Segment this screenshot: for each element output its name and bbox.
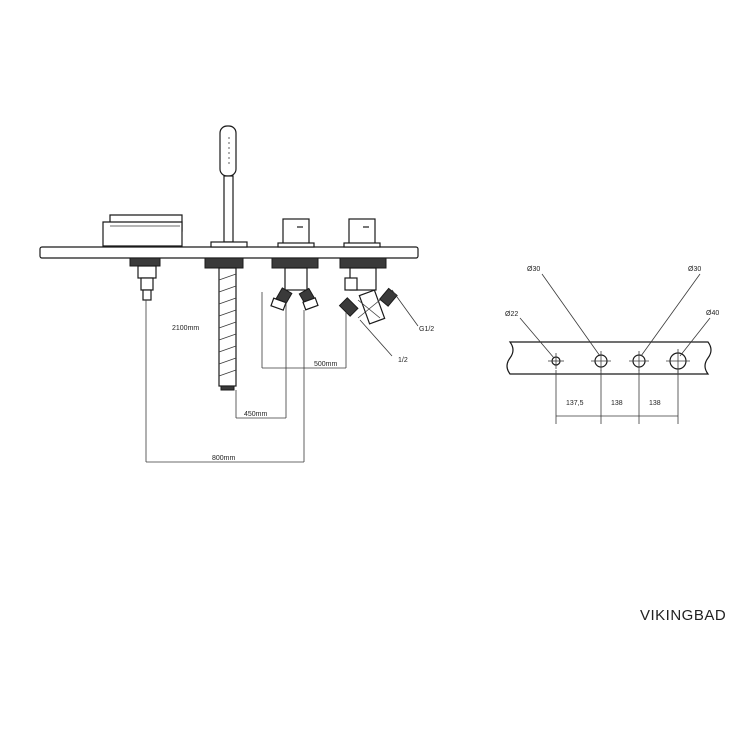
label-d1: 1/2 — [398, 357, 408, 364]
faucet-side-view: 2100mm 450mm 500mm 800mm 1/2 G1/2 — [39, 125, 434, 463]
spout-connector — [129, 257, 161, 301]
label-dim-500: 500mm — [314, 361, 338, 368]
label-hose-length: 2100mm — [172, 325, 199, 332]
deck-plate — [39, 246, 419, 259]
label-d2: G1/2 — [419, 326, 434, 333]
label-dim-1: 137,5 — [566, 400, 584, 407]
valve-body-right — [338, 257, 398, 325]
label-dim-450: 450mm — [244, 411, 268, 418]
label-dim-800: 800mm — [212, 455, 236, 462]
label-diam-left: Ø22 — [505, 311, 518, 318]
valve-handle-left — [277, 218, 315, 248]
spout — [102, 214, 183, 247]
hole-layout-view: Ø22 Ø30 Ø30 Ø40 137,5 138 138 — [505, 266, 719, 424]
valve-body-left — [270, 257, 319, 311]
label-diam-right: Ø40 — [706, 310, 719, 317]
label-dim-2: 138 — [611, 400, 623, 407]
hand-shower — [210, 125, 248, 248]
label-dim-3: 138 — [649, 400, 661, 407]
brand-logo: VIKINGBAD — [640, 607, 727, 624]
label-diam-b: Ø30 — [688, 266, 701, 273]
shower-hose — [204, 257, 244, 391]
valve-handle-right — [343, 218, 381, 248]
label-diam-a: Ø30 — [527, 266, 540, 273]
dimension-lines — [145, 289, 419, 463]
